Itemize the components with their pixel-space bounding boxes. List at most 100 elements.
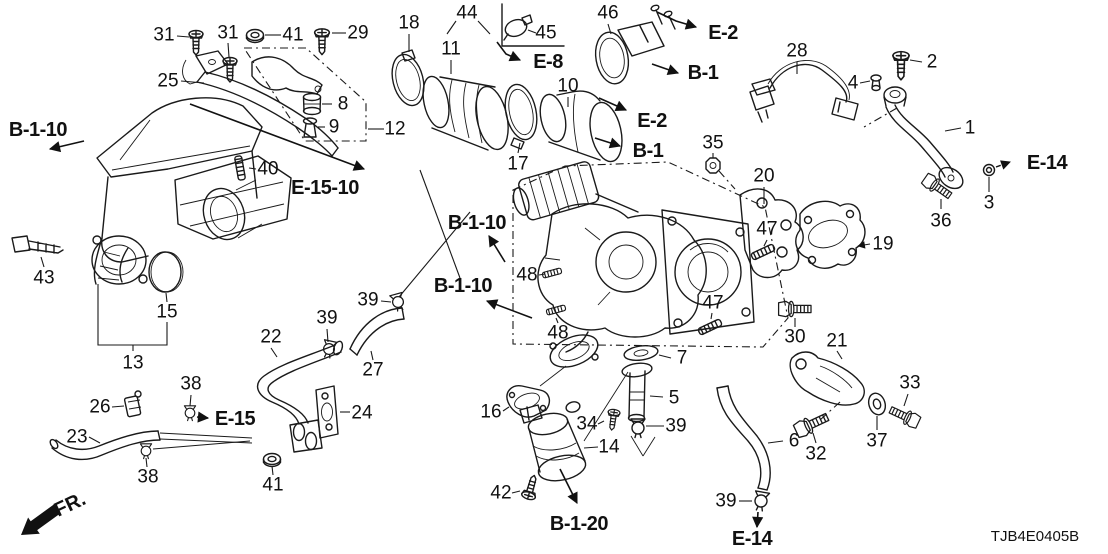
part-label-37[interactable]: 37 xyxy=(866,431,887,452)
gasket-ring-3 xyxy=(982,163,996,177)
part-label-12[interactable]: 12 xyxy=(384,119,405,140)
part-label-33[interactable]: 33 xyxy=(899,373,920,394)
part-label-26[interactable]: 26 xyxy=(89,397,110,418)
ref-label-E-8[interactable]: E-8 xyxy=(533,51,564,73)
b-1-20-arrow xyxy=(559,468,578,505)
part-label-8[interactable]: 8 xyxy=(338,94,349,115)
part-label-39[interactable]: 39 xyxy=(357,290,378,311)
part-label-14[interactable]: 14 xyxy=(598,437,620,458)
part-label-13[interactable]: 13 xyxy=(122,353,143,374)
part-label-44[interactable]: 44 xyxy=(456,3,478,24)
clamp-26 xyxy=(123,390,142,418)
b-1-arrow-mid xyxy=(594,137,622,149)
part-label-32[interactable]: 32 xyxy=(805,444,826,465)
nut-41b xyxy=(262,452,282,468)
part-label-22[interactable]: 22 xyxy=(260,327,281,348)
ref-label-B-1-10[interactable]: B-1-10 xyxy=(9,119,68,141)
part-label-6[interactable]: 6 xyxy=(789,431,800,452)
ref-label-E-14[interactable]: E-14 xyxy=(732,528,774,550)
part-label-42[interactable]: 42 xyxy=(490,483,511,504)
part-label-39[interactable]: 39 xyxy=(665,416,686,437)
part-label-4[interactable]: 4 xyxy=(848,73,859,94)
bolt-29 xyxy=(313,28,331,56)
part-label-20[interactable]: 20 xyxy=(753,166,774,187)
part-label-35[interactable]: 35 xyxy=(702,133,723,154)
part-label-46[interactable]: 46 xyxy=(597,3,618,24)
part-label-2[interactable]: 2 xyxy=(927,52,938,73)
part-label-28[interactable]: 28 xyxy=(786,41,807,62)
gasket-16 xyxy=(506,385,551,418)
air-cleaner-assembly xyxy=(91,97,292,285)
ref-label-B-1-10[interactable]: B-1-10 xyxy=(434,275,493,297)
e-15-10-arrow xyxy=(189,103,366,171)
part-label-30[interactable]: 30 xyxy=(784,327,805,348)
hose-clamp-17 xyxy=(504,83,538,150)
clamp-38b xyxy=(139,443,153,460)
vent-hose-23 xyxy=(49,390,282,468)
bolt-42 xyxy=(520,472,542,502)
part-label-38[interactable]: 38 xyxy=(137,467,158,488)
part-label-34[interactable]: 34 xyxy=(576,414,598,435)
part-label-5[interactable]: 5 xyxy=(669,388,680,409)
pcv-hose-27 xyxy=(320,291,407,360)
part-label-11[interactable]: 11 xyxy=(441,39,461,60)
water-outlet-group xyxy=(506,344,659,502)
bolt-33 xyxy=(886,402,922,430)
ref-label-B-1[interactable]: B-1 xyxy=(688,62,720,84)
b-1-10-arrow-mid xyxy=(488,235,506,263)
ref-label-B-1[interactable]: B-1 xyxy=(633,140,665,162)
part-label-17[interactable]: 17 xyxy=(507,154,528,175)
part-label-19[interactable]: 19 xyxy=(872,234,893,255)
part-label-24[interactable]: 24 xyxy=(351,403,373,424)
part-label-47[interactable]: 47 xyxy=(702,293,723,314)
part-label-29[interactable]: 29 xyxy=(347,23,368,44)
part-label-1[interactable]: 1 xyxy=(965,118,976,139)
nut-41a xyxy=(245,28,265,44)
part-label-48[interactable]: 48 xyxy=(516,265,537,286)
part-label-18[interactable]: 18 xyxy=(398,13,419,34)
part-label-15[interactable]: 15 xyxy=(156,302,177,323)
water-hose-6 xyxy=(716,385,771,513)
ref-label-E-2[interactable]: E-2 xyxy=(637,110,668,132)
part-label-48[interactable]: 48 xyxy=(547,323,568,344)
actuator xyxy=(512,161,600,221)
air-duct-11 xyxy=(422,75,509,151)
ref-label-B-1-10[interactable]: B-1-10 xyxy=(448,212,507,234)
part-label-38[interactable]: 38 xyxy=(180,374,201,395)
e-2-arrow-top xyxy=(656,11,698,30)
o2-sensor-28 xyxy=(749,59,859,123)
part-label-10[interactable]: 10 xyxy=(557,76,578,97)
part-label-7[interactable]: 7 xyxy=(677,348,688,369)
ref-label-E-2[interactable]: E-2 xyxy=(708,22,739,44)
part-label-9[interactable]: 9 xyxy=(329,117,340,138)
ref-label-E-14[interactable]: E-14 xyxy=(1027,152,1069,174)
ref-label-E-15[interactable]: E-15 xyxy=(215,408,256,430)
b-1-arrow-top xyxy=(651,63,680,75)
oil-feed-pipe-1 xyxy=(883,86,964,190)
reference-arrows xyxy=(48,11,1011,529)
part-label-45[interactable]: 45 xyxy=(535,23,556,44)
stud-40 xyxy=(233,154,247,182)
part-label-25[interactable]: 25 xyxy=(157,71,178,92)
part-label-47[interactable]: 47 xyxy=(756,219,777,240)
ref-label-B-1-20[interactable]: B-1-20 xyxy=(550,513,609,535)
part-label-40[interactable]: 40 xyxy=(257,159,278,180)
part-label-21[interactable]: 21 xyxy=(826,331,847,352)
part-label-36[interactable]: 36 xyxy=(930,211,951,232)
part-label-41[interactable]: 41 xyxy=(262,475,283,496)
part-label-27[interactable]: 27 xyxy=(362,360,383,381)
part-label-39[interactable]: 39 xyxy=(715,491,736,512)
e-14-arrow-right xyxy=(995,160,1011,170)
part-label-43[interactable]: 43 xyxy=(33,268,54,289)
part-label-16[interactable]: 16 xyxy=(480,402,501,423)
part-label-31[interactable]: 31 xyxy=(153,25,174,46)
hose-clamp-45 xyxy=(503,14,533,41)
part-label-41[interactable]: 41 xyxy=(282,25,303,46)
part-label-31[interactable]: 31 xyxy=(217,23,238,44)
ref-label-E-15-10[interactable]: E-15-10 xyxy=(291,177,360,199)
part-label-39[interactable]: 39 xyxy=(316,308,337,329)
part-label-3[interactable]: 3 xyxy=(984,193,995,214)
part-label-23[interactable]: 23 xyxy=(66,427,87,448)
